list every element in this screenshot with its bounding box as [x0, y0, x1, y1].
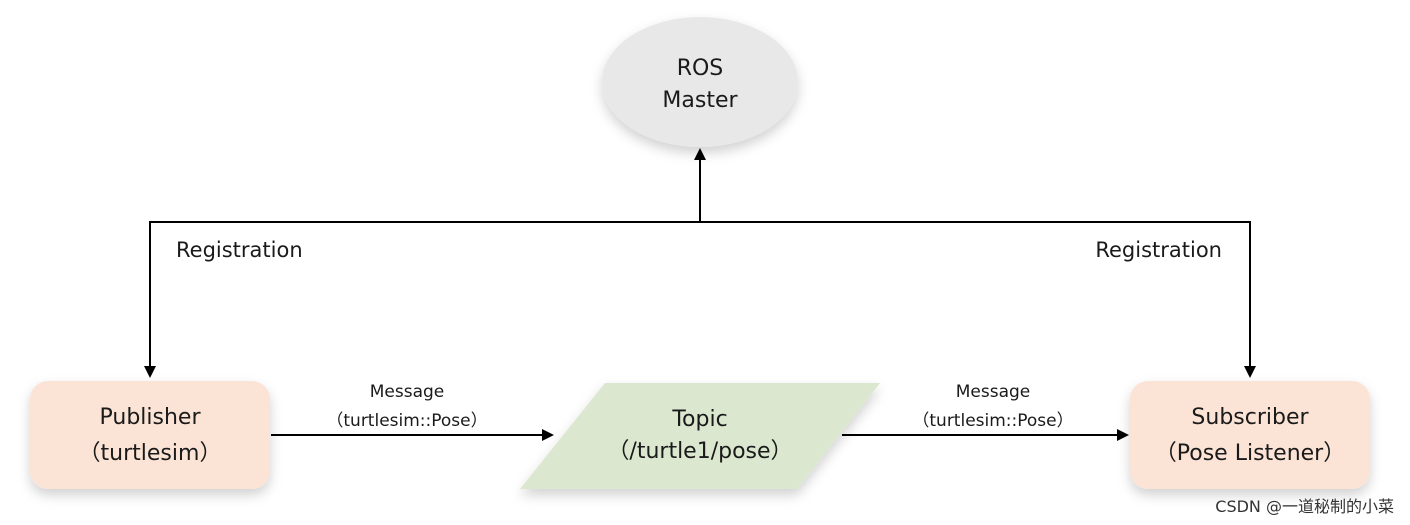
message-label-left-line2: （turtlesim::Pose）: [326, 411, 487, 431]
message-label-right-line2: （turtlesim::Pose）: [912, 411, 1073, 431]
publisher-line2: （turtlesim）: [79, 441, 222, 466]
topic-line2: （/turtle1/pose）: [607, 439, 792, 464]
registration-label-right: Registration: [1095, 238, 1222, 262]
watermark-text: CSDN @一道秘制的小菜: [1215, 497, 1394, 516]
topic-line1: Topic: [671, 407, 727, 432]
ros-master-node: ROS Master: [602, 17, 798, 147]
registration-connector: [144, 148, 1256, 378]
publisher-line1: Publisher: [100, 405, 202, 430]
publisher-shape: [30, 381, 270, 489]
subscriber-line1: Subscriber: [1191, 405, 1309, 430]
ros-master-line2: Master: [662, 88, 738, 113]
registration-label-left: Registration: [176, 238, 303, 262]
message-label-right-line1: Message: [956, 382, 1031, 402]
subscriber-line2: （Pose Listener）: [1155, 441, 1345, 466]
topic-node: Topic （/turtle1/pose）: [520, 383, 880, 489]
publisher-node: Publisher （turtlesim）: [30, 381, 270, 489]
message-label-left-line1: Message: [370, 382, 445, 402]
topic-shape: [520, 383, 880, 489]
subscriber-shape: [1130, 381, 1370, 489]
ros-master-shape: [602, 17, 798, 147]
ros-master-line1: ROS: [677, 56, 724, 81]
subscriber-node: Subscriber （Pose Listener）: [1130, 381, 1370, 489]
